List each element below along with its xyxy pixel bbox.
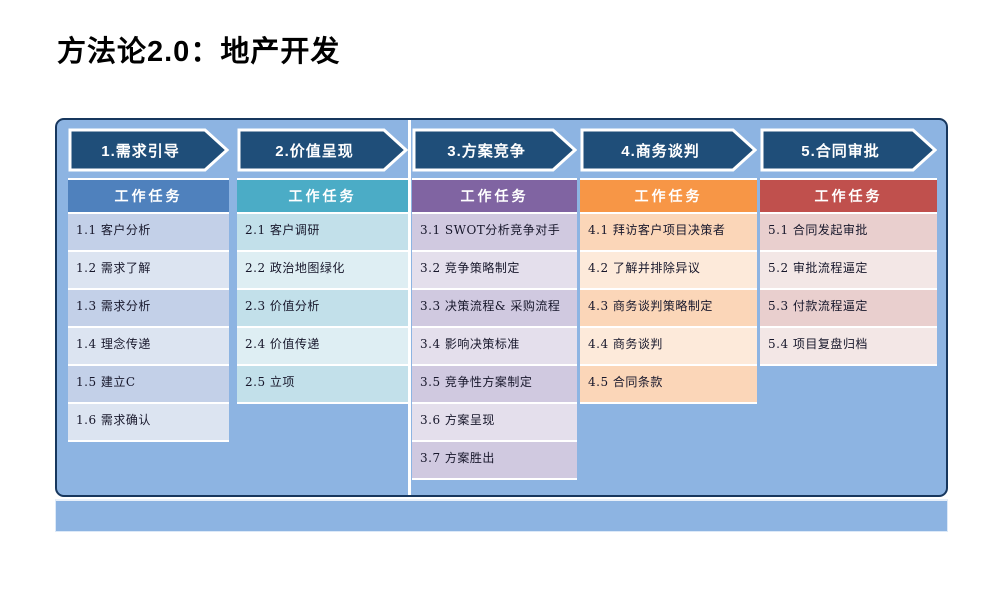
task-list: 4.1 拜访客户项目决策者 4.2 了解并排除异议 4.3 商务谈判策略制定 4… [580,212,757,404]
chevron-arrow-icon [412,128,577,172]
stage-chevron-4: 4.商务谈判 [580,128,757,172]
task-item: 3.1 SWOT分析竞争对手 [412,212,577,250]
task-item: 4.2 了解并排除异议 [580,250,757,288]
process-panel: 1.需求引导 工作任务 1.1 客户分析 1.2 需求了解 1.3 需求分析 1… [55,118,948,497]
stage-label: 2.价值呈现 [275,142,354,160]
stage-chevron-3: 3.方案竞争 [412,128,577,172]
task-item: 5.1 合同发起审批 [760,212,937,250]
task-item: 3.7 方案胜出 [412,440,577,478]
stage-chevron-2: 2.价值呈现 [237,128,408,172]
stage-column-4: 4.商务谈判 工作任务 4.1 拜访客户项目决策者 4.2 了解并排除异议 4.… [580,120,757,495]
task-list: 5.1 合同发起审批 5.2 审批流程逼定 5.3 付款流程逼定 5.4 项目复… [760,212,937,366]
task-item: 2.4 价值传递 [237,326,408,364]
stage-chevron-1: 1.需求引导 [68,128,229,172]
stage-chevron-5: 5.合同审批 [760,128,937,172]
task-item: 2.2 政治地图绿化 [237,250,408,288]
task-list: 3.1 SWOT分析竞争对手 3.2 竞争策略制定 3.3 决策流程& 采购流程… [412,212,577,480]
tasks-header: 工作任务 [580,178,757,212]
bottom-bar [55,499,948,532]
task-item: 5.2 审批流程逼定 [760,250,937,288]
task-list: 2.1 客户调研 2.2 政治地图绿化 2.3 价值分析 2.4 价值传递 2.… [237,212,408,404]
stage-column-5: 5.合同审批 工作任务 5.1 合同发起审批 5.2 审批流程逼定 5.3 付款… [760,120,937,495]
chevron-arrow-icon [580,128,757,172]
task-item: 3.5 竞争性方案制定 [412,364,577,402]
stage-label: 3.方案竞争 [447,142,526,160]
task-item: 1.5 建立C [68,364,229,402]
chevron-arrow-icon [760,128,937,172]
stage-column-1: 1.需求引导 工作任务 1.1 客户分析 1.2 需求了解 1.3 需求分析 1… [68,120,229,495]
task-item: 2.3 价值分析 [237,288,408,326]
task-item: 1.1 客户分析 [68,212,229,250]
tasks-header: 工作任务 [760,178,937,212]
panel-divider [408,120,411,495]
tasks-header: 工作任务 [237,178,408,212]
stage-label: 5.合同审批 [801,142,880,160]
chevron-arrow-icon [237,128,408,172]
task-item: 5.3 付款流程逼定 [760,288,937,326]
task-item: 3.6 方案呈现 [412,402,577,440]
stage-column-2: 2.价值呈现 工作任务 2.1 客户调研 2.2 政治地图绿化 2.3 价值分析… [237,120,408,495]
task-item: 1.2 需求了解 [68,250,229,288]
task-item: 2.5 立项 [237,364,408,402]
tasks-header: 工作任务 [68,178,229,212]
chevron-arrow-icon [68,128,229,172]
task-item: 2.1 客户调研 [237,212,408,250]
task-item: 5.4 项目复盘归档 [760,326,937,364]
page-title: 方法论2.0：地产开发 [57,36,341,68]
task-item: 1.6 需求确认 [68,402,229,440]
task-item: 3.4 影响决策标准 [412,326,577,364]
task-item: 1.4 理念传递 [68,326,229,364]
stage-label: 4.商务谈判 [621,142,700,160]
task-item: 3.2 竞争策略制定 [412,250,577,288]
task-item: 4.1 拜访客户项目决策者 [580,212,757,250]
task-item: 4.3 商务谈判策略制定 [580,288,757,326]
task-item: 4.5 合同条款 [580,364,757,402]
stage-column-3: 3.方案竞争 工作任务 3.1 SWOT分析竞争对手 3.2 竞争策略制定 3.… [412,120,577,495]
task-item: 1.3 需求分析 [68,288,229,326]
task-item: 3.3 决策流程& 采购流程 [412,288,577,326]
tasks-header: 工作任务 [412,178,577,212]
task-list: 1.1 客户分析 1.2 需求了解 1.3 需求分析 1.4 理念传递 1.5 … [68,212,229,442]
stage-label: 1.需求引导 [101,142,180,160]
task-item: 4.4 商务谈判 [580,326,757,364]
